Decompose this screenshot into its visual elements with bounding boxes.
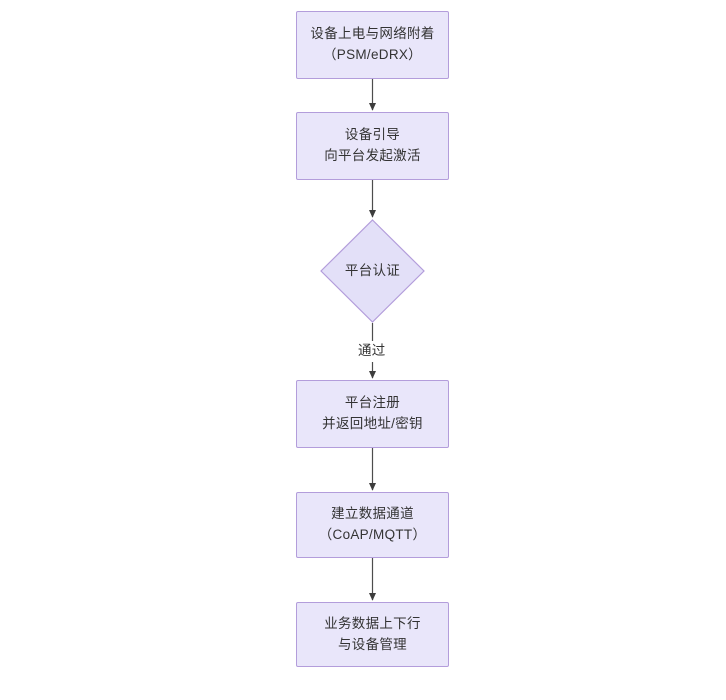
node-platform-authentication[interactable]: 平台认证 bbox=[320, 219, 425, 323]
node-establish-data-channel[interactable]: 建立数据通道 （CoAP/MQTT） bbox=[296, 492, 449, 558]
node-device-power-on[interactable]: 设备上电与网络附着 （PSM/eDRX） bbox=[296, 11, 449, 79]
diamond-shape bbox=[320, 219, 425, 323]
node-platform-registration[interactable]: 平台注册 并返回地址/密钥 bbox=[296, 380, 449, 448]
node-label: 平台认证 bbox=[344, 262, 401, 278]
node-label: 建立数据通道 （CoAP/MQTT） bbox=[318, 506, 427, 542]
edge-label-pass: 通过 bbox=[355, 341, 389, 362]
node-business-data-and-device-management[interactable]: 业务数据上下行 与设备管理 bbox=[296, 602, 449, 667]
node-label: 设备上电与网络附着 （PSM/eDRX） bbox=[310, 26, 435, 62]
node-label: 设备引导 向平台发起激活 bbox=[324, 127, 421, 163]
node-label: 业务数据上下行 与设备管理 bbox=[324, 615, 421, 652]
node-device-bootstrap[interactable]: 设备引导 向平台发起激活 bbox=[296, 112, 449, 180]
node-label: 平台注册 并返回地址/密钥 bbox=[322, 395, 423, 431]
